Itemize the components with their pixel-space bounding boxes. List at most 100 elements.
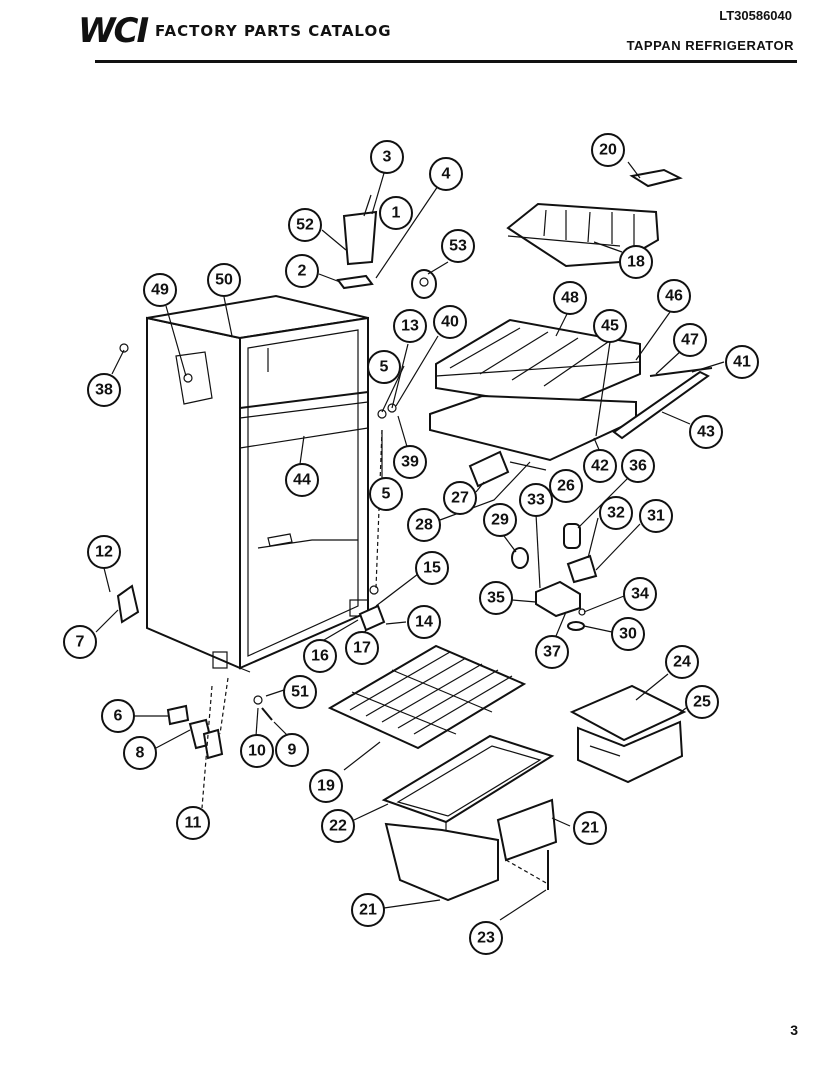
svg-text:43: 43 xyxy=(697,424,715,441)
svg-text:32: 32 xyxy=(607,505,625,522)
page-number: 3 xyxy=(790,1022,798,1038)
callout-34: 34 xyxy=(623,577,657,611)
callout-18: 18 xyxy=(619,245,653,279)
callout-19: 19 xyxy=(309,769,343,803)
callout-16: 16 xyxy=(303,639,337,673)
wci-logo: WCI xyxy=(78,11,149,51)
callout-41: 41 xyxy=(725,345,759,379)
svg-text:33: 33 xyxy=(527,492,545,509)
callout-21: 21 xyxy=(573,811,607,845)
svg-text:24: 24 xyxy=(673,654,691,671)
callout-35: 35 xyxy=(479,581,513,615)
freezer-cover-drawing xyxy=(435,318,641,410)
svg-text:3: 3 xyxy=(383,149,392,166)
svg-text:52: 52 xyxy=(296,217,314,234)
callout-21: 21 xyxy=(351,893,385,927)
callout-2: 2 xyxy=(285,254,319,288)
cabinet-drawing xyxy=(146,294,369,673)
callout-4: 4 xyxy=(429,157,463,191)
callout-15: 15 xyxy=(415,551,449,585)
callout-5: 5 xyxy=(369,477,403,511)
callout-13: 13 xyxy=(393,309,427,343)
callout-11: 11 xyxy=(176,806,210,840)
svg-text:47: 47 xyxy=(681,332,699,349)
svg-text:13: 13 xyxy=(401,318,419,335)
callout-37: 37 xyxy=(535,635,569,669)
svg-text:6: 6 xyxy=(114,708,123,725)
svg-text:35: 35 xyxy=(487,590,505,607)
svg-text:8: 8 xyxy=(136,745,145,762)
model-title: TAPPAN REFRIGERATOR xyxy=(626,38,794,53)
svg-text:25: 25 xyxy=(693,694,711,711)
callout-49: 49 xyxy=(143,273,177,307)
callout-53: 53 xyxy=(441,229,475,263)
svg-text:5: 5 xyxy=(382,486,391,503)
svg-text:38: 38 xyxy=(95,382,113,399)
svg-text:28: 28 xyxy=(415,517,433,534)
svg-text:26: 26 xyxy=(557,478,575,495)
callout-14: 14 xyxy=(407,605,441,639)
callout-26: 26 xyxy=(549,469,583,503)
callout-47: 47 xyxy=(673,323,707,357)
svg-text:21: 21 xyxy=(359,902,377,919)
svg-text:39: 39 xyxy=(401,454,419,471)
callout-8: 8 xyxy=(123,736,157,770)
crisper-pan-right-drawing xyxy=(496,798,558,862)
svg-text:4: 4 xyxy=(442,166,451,183)
dairy-compartment-drawing xyxy=(569,684,687,742)
callout-3: 3 xyxy=(370,140,404,174)
callout-42: 42 xyxy=(583,449,617,483)
callout-27: 27 xyxy=(443,481,477,515)
svg-text:23: 23 xyxy=(477,930,495,947)
svg-text:18: 18 xyxy=(627,254,645,271)
callout-17: 17 xyxy=(345,631,379,665)
callout-5: 5 xyxy=(367,350,401,384)
svg-text:1: 1 xyxy=(392,205,401,222)
svg-text:14: 14 xyxy=(415,614,433,631)
svg-text:27: 27 xyxy=(451,490,469,507)
callout-43: 43 xyxy=(689,415,723,449)
svg-text:34: 34 xyxy=(631,586,649,603)
refrigerator-shelf-drawing xyxy=(327,644,527,750)
svg-text:45: 45 xyxy=(601,318,619,335)
svg-text:20: 20 xyxy=(599,142,617,159)
shelf-bracket-drawing xyxy=(629,168,683,188)
callout-23: 23 xyxy=(469,921,503,955)
svg-text:37: 37 xyxy=(543,644,561,661)
callout-24: 24 xyxy=(665,645,699,679)
callout-52: 52 xyxy=(288,208,322,242)
callout-9: 9 xyxy=(275,733,309,767)
callout-33: 33 xyxy=(519,483,553,517)
svg-text:19: 19 xyxy=(317,778,335,795)
callout-25: 25 xyxy=(685,685,719,719)
svg-text:42: 42 xyxy=(591,458,609,475)
callout-20: 20 xyxy=(591,133,625,167)
svg-text:36: 36 xyxy=(629,458,647,475)
crisper-cover-drawing xyxy=(381,734,555,832)
callout-46: 46 xyxy=(657,279,691,313)
callout-7: 7 xyxy=(63,625,97,659)
callout-44: 44 xyxy=(285,463,319,497)
catalog-title: FACTORY PARTS CATALOG xyxy=(155,22,392,40)
header-rule xyxy=(95,60,797,63)
svg-text:9: 9 xyxy=(288,742,297,759)
dairy-door-drawing xyxy=(577,720,684,784)
callout-48: 48 xyxy=(553,281,587,315)
svg-text:21: 21 xyxy=(581,820,599,837)
svg-text:5: 5 xyxy=(380,359,389,376)
control-parts-drawing xyxy=(336,210,598,631)
svg-text:40: 40 xyxy=(441,314,459,331)
callout-22: 22 xyxy=(321,809,355,843)
callout-30: 30 xyxy=(611,617,645,651)
callout-32: 32 xyxy=(599,496,633,530)
callout-36: 36 xyxy=(621,449,655,483)
callout-31: 31 xyxy=(639,499,673,533)
svg-text:11: 11 xyxy=(185,815,202,832)
svg-text:15: 15 xyxy=(423,560,441,577)
crisper-pan-left-drawing xyxy=(384,822,499,902)
callout-38: 38 xyxy=(87,373,121,407)
svg-text:7: 7 xyxy=(76,634,85,651)
svg-text:51: 51 xyxy=(291,684,309,701)
svg-text:10: 10 xyxy=(248,743,266,760)
